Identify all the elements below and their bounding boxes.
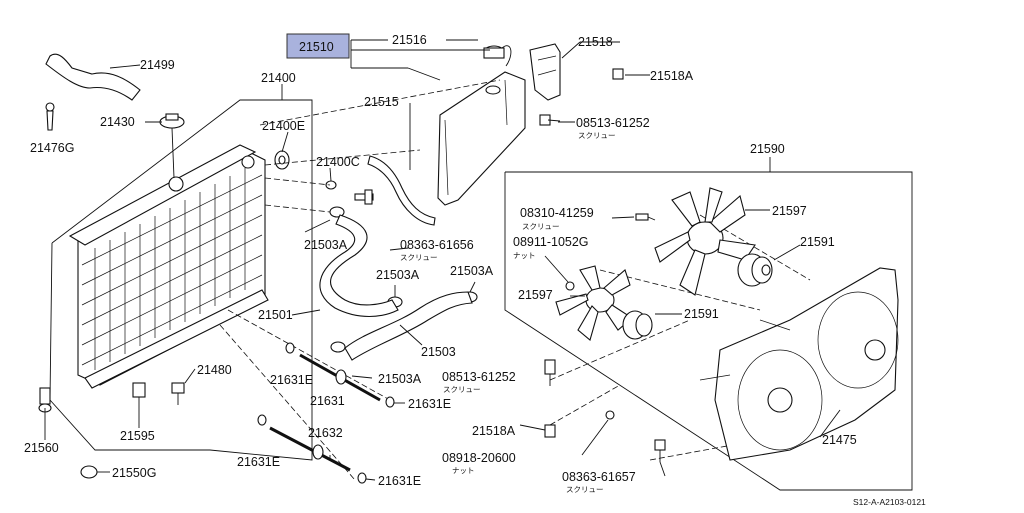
nut-08911-1052g[interactable] bbox=[565, 281, 575, 291]
label-21503[interactable]: 21503 bbox=[421, 345, 456, 359]
label-08911-sub: ナット bbox=[513, 251, 536, 260]
hose-21503[interactable] bbox=[344, 291, 473, 361]
label-08918[interactable]: 08918-20600 bbox=[442, 451, 516, 465]
label-21591-2[interactable]: 21591 bbox=[684, 307, 719, 321]
label-21430[interactable]: 21430 bbox=[100, 115, 135, 129]
reservoir-tank[interactable] bbox=[437, 71, 526, 206]
fan-leaders bbox=[519, 209, 841, 477]
cushion-21550g[interactable] bbox=[80, 465, 98, 479]
label-08513-mid[interactable]: 08513-61252 bbox=[442, 370, 516, 384]
label-21597-2[interactable]: 21597 bbox=[518, 288, 553, 302]
label-21590[interactable]: 21590 bbox=[750, 142, 785, 156]
stay-rod-21631[interactable] bbox=[285, 342, 395, 408]
grommet-21400e[interactable] bbox=[274, 150, 290, 170]
label-08363-a[interactable]: 08363-61656 bbox=[400, 238, 474, 252]
bolt-08363-61656[interactable] bbox=[354, 189, 374, 205]
label-21503a-3[interactable]: 21503A bbox=[450, 264, 494, 278]
label-08513-top-sub: スクリュー bbox=[578, 131, 616, 140]
fan-shroud-21475[interactable] bbox=[699, 267, 899, 461]
fan-blade-21597-lower[interactable] bbox=[555, 265, 633, 341]
label-21631e-3[interactable]: 21631E bbox=[237, 455, 280, 469]
fan-group-box bbox=[504, 157, 913, 491]
radiator[interactable] bbox=[68, 144, 269, 389]
clip-21476g[interactable] bbox=[45, 102, 55, 131]
nut-21518a-bottom[interactable] bbox=[544, 424, 556, 438]
reservoir-bracket[interactable] bbox=[529, 43, 561, 101]
label-21631e-1[interactable]: 21631E bbox=[270, 373, 313, 387]
label-21631e-4[interactable]: 21631E bbox=[378, 474, 421, 488]
fan-clutch-21591-lower[interactable] bbox=[622, 310, 653, 340]
reservoir-cap[interactable] bbox=[483, 45, 512, 67]
radiator-leaders bbox=[44, 121, 476, 481]
label-21597-1[interactable]: 21597 bbox=[772, 204, 807, 218]
radiator-group-box bbox=[49, 84, 313, 461]
screw-08363-61657[interactable] bbox=[654, 439, 666, 462]
nut-08918-20600[interactable] bbox=[605, 410, 615, 420]
label-08310[interactable]: 08310-41259 bbox=[520, 206, 594, 220]
label-21400[interactable]: 21400 bbox=[261, 71, 296, 85]
label-08513-top[interactable]: 08513-61252 bbox=[576, 116, 650, 130]
reference-code: S12-A-A2103-0121 bbox=[853, 497, 926, 507]
label-08363-b-sub: スクリュー bbox=[566, 485, 604, 494]
nut-21518a-top[interactable] bbox=[612, 68, 624, 80]
label-21499[interactable]: 21499 bbox=[140, 58, 175, 72]
screw-08310-41259[interactable] bbox=[635, 213, 656, 221]
label-21518a-bottom[interactable]: 21518A bbox=[472, 424, 516, 438]
label-08363-b[interactable]: 08363-61657 bbox=[562, 470, 636, 484]
part-labels: 21510 21516 21518 21518A 08513-61252 スクリ… bbox=[24, 33, 926, 507]
upper-hose[interactable] bbox=[45, 53, 141, 101]
dashed-connectors bbox=[219, 79, 811, 481]
fan-clutch-21591-upper[interactable] bbox=[737, 253, 773, 287]
label-21501[interactable]: 21501 bbox=[258, 308, 293, 322]
radiator-cap[interactable] bbox=[159, 113, 185, 179]
label-08918-sub: ナット bbox=[452, 466, 475, 475]
label-21475[interactable]: 21475 bbox=[822, 433, 857, 447]
label-21632[interactable]: 21632 bbox=[308, 426, 343, 440]
label-21480[interactable]: 21480 bbox=[197, 363, 232, 377]
stay-rod-21632[interactable] bbox=[257, 414, 367, 484]
label-21595[interactable]: 21595 bbox=[120, 429, 155, 443]
reservoir-leaders bbox=[350, 39, 650, 170]
label-21631[interactable]: 21631 bbox=[310, 394, 345, 408]
label-21516[interactable]: 21516 bbox=[392, 33, 427, 47]
label-21503a-4[interactable]: 21503A bbox=[378, 372, 422, 386]
label-08911[interactable]: 08911-1052G bbox=[513, 235, 589, 249]
label-21631e-2[interactable]: 21631E bbox=[408, 397, 451, 411]
label-21550g[interactable]: 21550G bbox=[112, 466, 156, 480]
sensor-21595[interactable] bbox=[132, 382, 146, 420]
label-08310-sub: スクリュー bbox=[522, 222, 560, 231]
label-21503a-1[interactable]: 21503A bbox=[304, 238, 348, 252]
label-21503a-2[interactable]: 21503A bbox=[376, 268, 420, 282]
label-21518a-top[interactable]: 21518A bbox=[650, 69, 694, 83]
label-21518[interactable]: 21518 bbox=[578, 35, 613, 49]
highlighted-part-box bbox=[286, 33, 350, 59]
screw-08513-top[interactable] bbox=[539, 114, 561, 126]
label-21400c[interactable]: 21400C bbox=[316, 155, 360, 169]
lower-hose-21501[interactable] bbox=[319, 214, 399, 317]
drain-plug-21480[interactable] bbox=[171, 382, 185, 405]
screw-08513-mid[interactable] bbox=[544, 359, 556, 386]
label-21591-1[interactable]: 21591 bbox=[800, 235, 835, 249]
label-21400e[interactable]: 21400E bbox=[262, 119, 305, 133]
label-08363-a-sub: スクリュー bbox=[400, 253, 438, 262]
label-21515[interactable]: 21515 bbox=[364, 95, 399, 109]
label-08513-mid-sub: スクリュー bbox=[443, 385, 481, 394]
reservoir-hose[interactable] bbox=[367, 155, 436, 226]
bushing-21400c[interactable] bbox=[325, 180, 337, 190]
label-21476g[interactable]: 21476G bbox=[30, 141, 74, 155]
label-21510[interactable]: 21510 bbox=[299, 40, 334, 54]
label-21560[interactable]: 21560 bbox=[24, 441, 59, 455]
